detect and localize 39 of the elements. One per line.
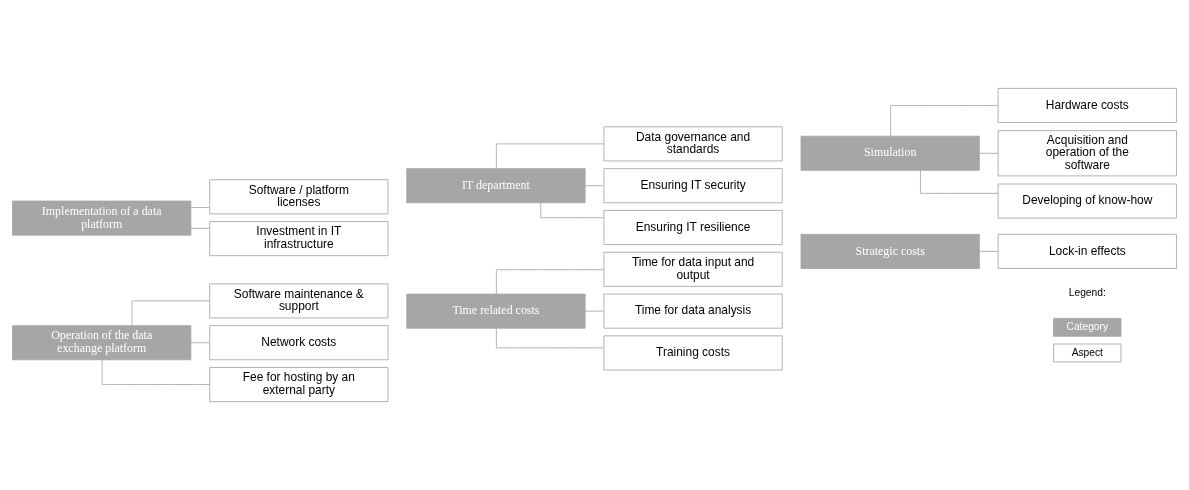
node-box: Simulation — [800, 135, 980, 171]
node-box: Time for data analysis — [603, 293, 783, 329]
node-box: Lock-in effects — [997, 233, 1177, 269]
connector — [584, 185, 605, 187]
node-box: Time related costs — [406, 293, 586, 329]
node-box: Software maintenance & support — [209, 283, 389, 319]
node-box: Ensuring IT resilience — [603, 210, 783, 245]
node-box: Time for data input and output — [603, 251, 783, 287]
node-box: Strategic costs — [800, 233, 980, 269]
node-box: Ensuring IT security — [603, 168, 783, 204]
node-box: Data governance and standards — [603, 126, 783, 162]
legend-label: Aspect — [1071, 346, 1103, 358]
connector — [584, 310, 605, 312]
connector — [101, 359, 210, 385]
connector — [495, 143, 605, 169]
node-box: Software / platform licenses — [209, 179, 389, 215]
connector — [920, 170, 999, 194]
connector — [495, 269, 605, 295]
connector — [190, 227, 210, 229]
node-box: Investment in IT infrastructure — [209, 221, 389, 257]
connector — [495, 327, 605, 349]
node-box: Training costs — [603, 335, 783, 371]
connector — [190, 342, 210, 344]
node-box: Acquisition and operation of the software — [997, 130, 1177, 177]
connector — [190, 207, 210, 208]
connector — [979, 250, 999, 252]
legend-label: Category — [1066, 320, 1109, 332]
label: Legend: — [1068, 286, 1106, 298]
node-box: Fee for hosting by an external party — [209, 367, 389, 402]
node-box: Operation of the data exchange platform — [12, 325, 192, 361]
connector — [890, 105, 999, 137]
connector — [979, 152, 999, 154]
node-box: Network costs — [209, 325, 389, 361]
connector — [131, 300, 210, 326]
connector — [540, 202, 605, 219]
node-box: Implementation of a data platform — [12, 200, 192, 236]
node-box: Developing of know-how — [997, 183, 1177, 219]
node-box: Hardware costs — [997, 88, 1177, 123]
node-box: IT department — [406, 168, 586, 204]
